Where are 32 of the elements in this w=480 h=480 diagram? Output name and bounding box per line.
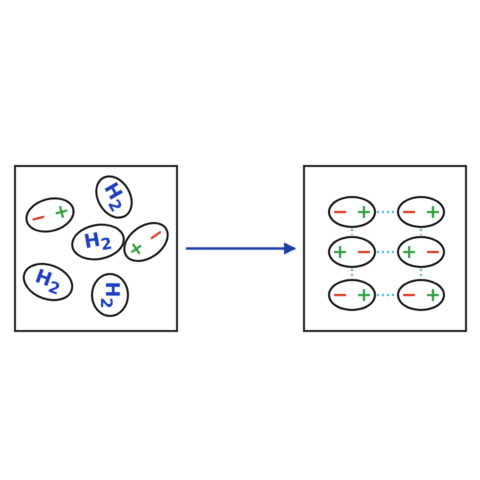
dotted-line [420, 269, 422, 278]
plus-sign: + [425, 202, 441, 222]
minus-sign: − [401, 202, 417, 222]
dotted-line [377, 210, 396, 214]
minus-sign: − [332, 286, 348, 304]
molecule-formula: H$_{2}$ [82, 228, 114, 256]
dotted-line [350, 229, 354, 235]
plus-sign: + [356, 202, 372, 222]
molecule-oval [328, 279, 376, 311]
plus-sign: + [332, 242, 348, 262]
molecule-oval [397, 196, 445, 228]
molecule-oval [397, 236, 445, 268]
plus-sign: + [51, 200, 72, 224]
minus-sign: − [425, 242, 441, 262]
plus-sign: + [356, 286, 372, 304]
minus-sign: − [332, 202, 348, 222]
molecule-oval [397, 279, 445, 311]
minus-sign: − [356, 242, 372, 262]
molecule-oval [91, 273, 129, 317]
frame-box [303, 165, 467, 332]
dotted-line [377, 294, 396, 296]
plus-sign: + [425, 286, 441, 304]
dotted-line [350, 269, 354, 278]
minus-sign: − [401, 286, 417, 304]
molecule-oval [328, 196, 376, 228]
arrow [186, 242, 296, 255]
dotted-line [420, 229, 422, 235]
minus-sign: − [28, 206, 49, 230]
plus-sign: + [401, 242, 417, 262]
dotted-line [377, 250, 396, 254]
frame-box [14, 165, 178, 332]
molecule-oval [328, 236, 376, 268]
